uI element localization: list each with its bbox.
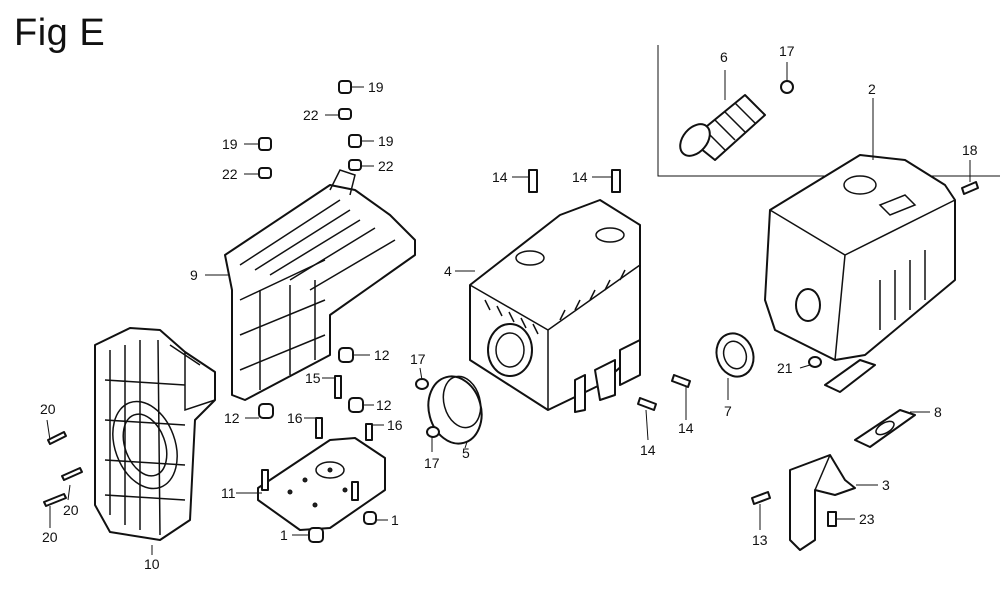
- label-part-20: 20: [63, 502, 79, 518]
- fastener-set-left: [43, 80, 377, 543]
- gasket-part: [824, 359, 916, 448]
- label-part-9: 9: [190, 267, 198, 283]
- leader-lines: [46, 62, 971, 555]
- label-part-22: 22: [303, 107, 319, 123]
- label-part-19: 19: [368, 79, 384, 95]
- label-part-10: 10: [144, 556, 160, 572]
- tank-part: [764, 154, 956, 361]
- label-part-17: 17: [424, 455, 440, 471]
- label-part-16: 16: [287, 410, 303, 426]
- label-part-6: 6: [720, 49, 728, 65]
- label-part-12: 12: [224, 410, 240, 426]
- label-part-17: 17: [779, 43, 795, 59]
- label-part-7: 7: [724, 403, 732, 419]
- label-part-22: 22: [222, 166, 238, 182]
- label-part-11: 11: [221, 485, 236, 501]
- label-part-14: 14: [640, 442, 656, 458]
- label-part-14: 14: [572, 169, 588, 185]
- cylinder-block-part: [94, 327, 216, 541]
- label-part-19: 19: [222, 136, 238, 152]
- label-part-5: 5: [462, 445, 470, 461]
- label-part-16: 16: [387, 417, 403, 433]
- label-part-23: 23: [859, 511, 875, 527]
- label-part-12: 12: [376, 397, 392, 413]
- cap-part: [427, 375, 483, 445]
- label-part-2: 2: [868, 81, 876, 97]
- label-part-19: 19: [378, 133, 394, 149]
- label-part-1: 1: [391, 512, 399, 528]
- manifold-plate-part: [224, 169, 416, 401]
- label-part-14: 14: [492, 169, 508, 185]
- label-part-20: 20: [42, 529, 58, 545]
- housing-part: [469, 199, 641, 413]
- label-part-12: 12: [374, 347, 390, 363]
- figure-title: Fig E: [14, 12, 106, 54]
- label-part-15: 15: [305, 370, 321, 386]
- label-part-22: 22: [378, 158, 394, 174]
- base-plate-part: [257, 437, 386, 531]
- bracket-part: [751, 181, 979, 551]
- label-part-18: 18: [962, 142, 978, 158]
- label-part-13: 13: [752, 532, 768, 548]
- strainer-part: [679, 80, 794, 161]
- part-labels: 19 22 19 22 19 22 9 12 12 12 15 16 16 11…: [40, 43, 978, 572]
- label-part-1: 1: [280, 527, 288, 543]
- label-part-3: 3: [882, 477, 890, 493]
- label-part-20: 20: [40, 401, 56, 417]
- label-part-14: 14: [678, 420, 694, 436]
- label-part-4: 4: [444, 263, 452, 279]
- label-part-21: 21: [777, 360, 793, 376]
- label-part-8: 8: [934, 404, 942, 420]
- bushing-part: [715, 332, 755, 378]
- label-part-17: 17: [410, 351, 426, 367]
